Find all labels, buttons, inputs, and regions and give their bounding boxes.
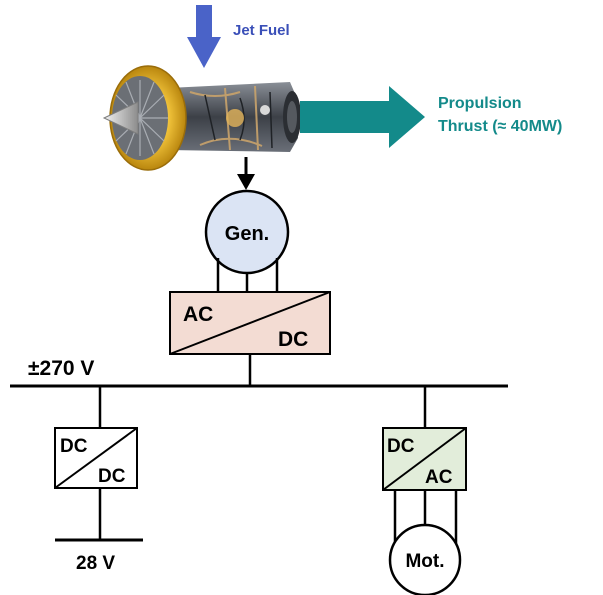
rectifier-bottom-label: DC — [278, 328, 308, 351]
motor: Mot. — [390, 525, 460, 595]
generator-label: Gen. — [225, 223, 269, 245]
dc-dc-converter: DC DC — [55, 428, 137, 488]
fuel-label: Jet Fuel — [233, 22, 290, 39]
jet-engine-icon — [104, 66, 301, 170]
motor-label: Mot. — [405, 551, 444, 572]
rectifier-top-label: AC — [183, 303, 213, 326]
inverter-bottom-label: AC — [425, 467, 453, 488]
bus-voltage-label: ±270 V — [28, 357, 94, 380]
thrust-label-line2: Thrust (≈ 40MW) — [438, 118, 562, 135]
thrust-arrow — [300, 86, 425, 148]
shaft-arrow — [237, 157, 255, 190]
dcdc-top-label: DC — [60, 436, 88, 457]
dcdc-bottom-label: DC — [98, 466, 126, 487]
rectifier-ac-dc: AC DC — [170, 292, 330, 354]
fuel-arrow — [187, 5, 221, 68]
inverter-dc-ac: DC AC — [383, 428, 466, 490]
inverter-top-label: DC — [387, 436, 415, 457]
low-voltage-label: 28 V — [76, 553, 115, 574]
thrust-label-line1: Propulsion — [438, 95, 522, 112]
